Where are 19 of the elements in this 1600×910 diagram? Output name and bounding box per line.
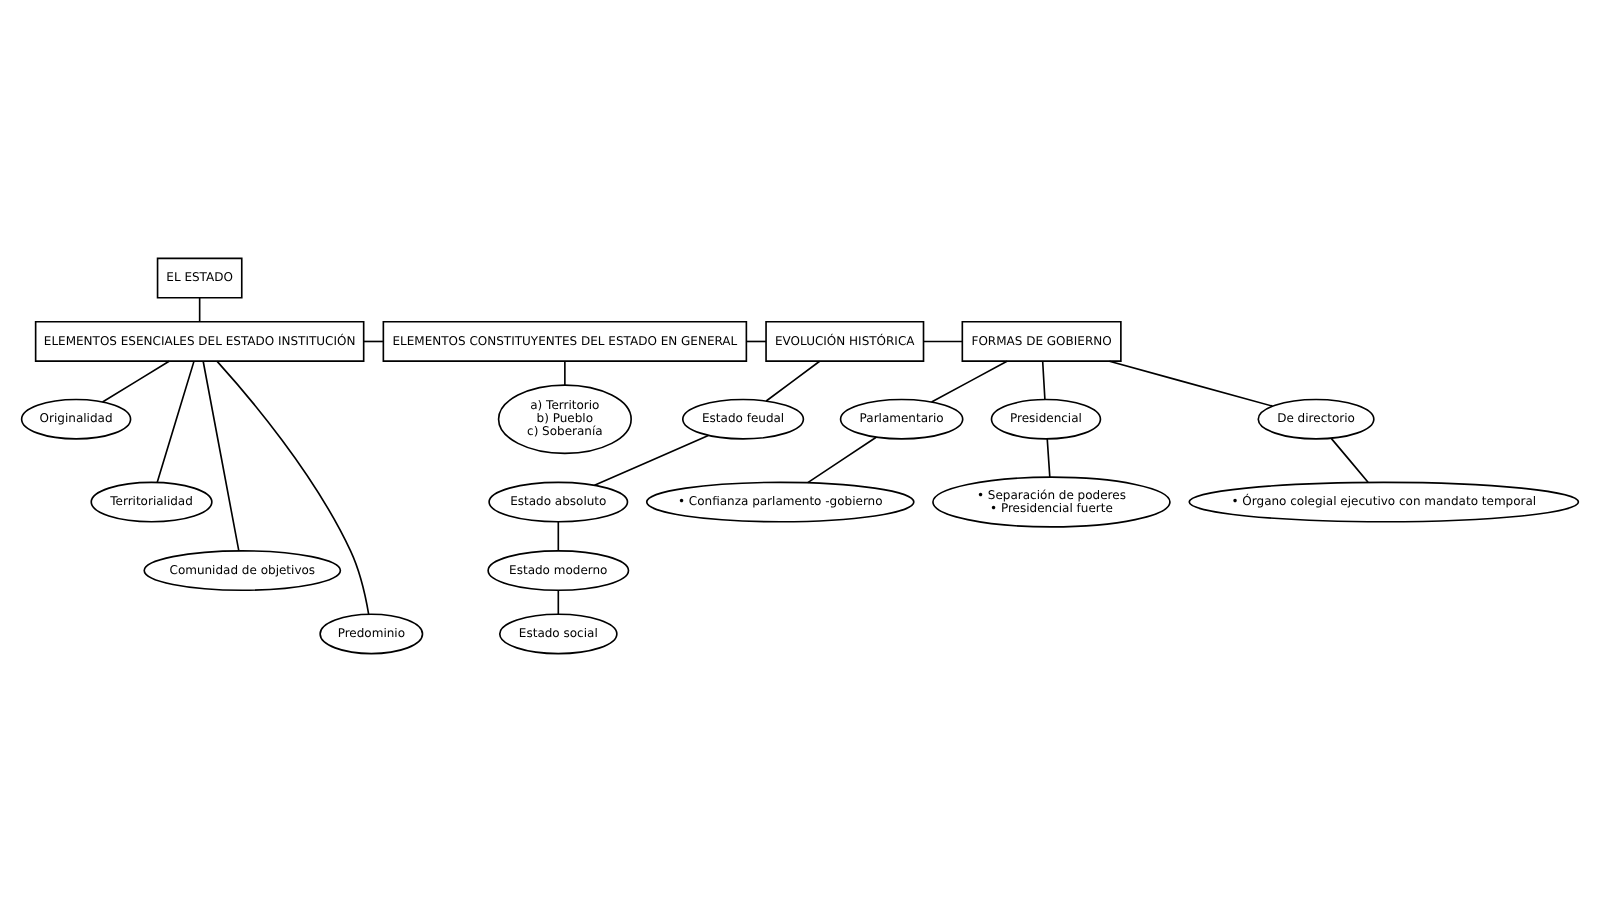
connector (765, 359, 821, 401)
connector (101, 359, 170, 402)
connector (216, 359, 370, 615)
connector (806, 435, 878, 483)
connector (593, 433, 710, 485)
connector (922, 339, 964, 342)
connector (564, 359, 566, 385)
connector (557, 520, 560, 551)
connector (930, 359, 1008, 402)
connector (198, 296, 201, 322)
connector (1330, 436, 1369, 482)
connector (1041, 359, 1046, 399)
connector (362, 339, 384, 342)
connector (156, 359, 195, 482)
connector (746, 339, 767, 342)
connector (557, 588, 560, 615)
connector (202, 359, 240, 551)
connector (1046, 437, 1051, 477)
connector (1108, 359, 1274, 406)
